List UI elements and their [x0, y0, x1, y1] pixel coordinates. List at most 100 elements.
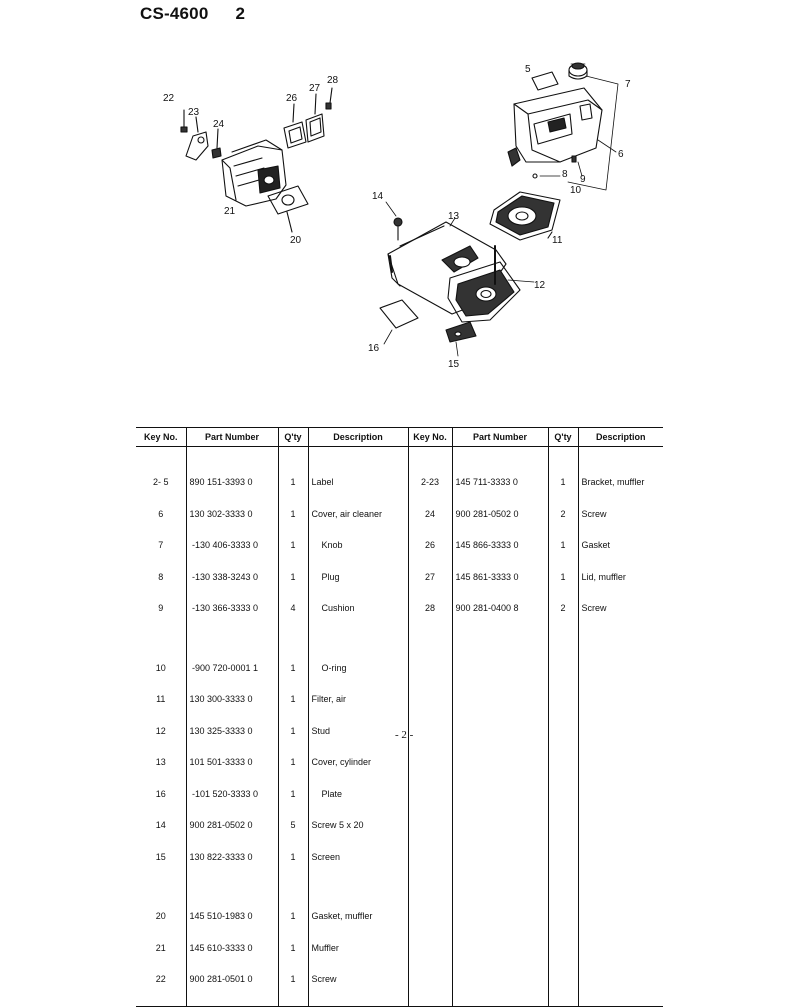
description-cell: O-ring — [311, 662, 347, 673]
key-cell: 12 — [155, 725, 166, 736]
header-description-right: Description — [577, 427, 663, 447]
part-number-cell: 890 151-3393 0 — [189, 477, 253, 487]
footer-page-number: - 2 - — [395, 729, 414, 741]
callout-14: 14 — [372, 191, 384, 202]
callout-6: 6 — [618, 149, 624, 160]
air-cleaner-cover-illustration — [513, 87, 603, 163]
cushion-illustration — [571, 155, 577, 163]
qty-cell: 1 — [290, 571, 296, 582]
table-row: 2- 5 6 7 8 9 10 11 12 13 16 14 15 20 21 … — [136, 446, 663, 1007]
diagram-drawing — [180, 62, 619, 357]
callout-10: 10 — [570, 185, 582, 196]
right-key-column: 2-23 24 26 27 28 — [407, 446, 452, 1007]
screw-24-illustration — [211, 128, 222, 159]
plate-illustration — [379, 299, 419, 345]
qty-cell: 1 — [560, 571, 566, 582]
part-number-cell: 900 281-0502 0 — [455, 508, 519, 519]
screen-illustration — [445, 321, 477, 357]
part-number-cell: -130 366-3333 0 — [189, 603, 259, 613]
qty-cell: 2 — [560, 603, 566, 613]
qty-cell: 2 — [560, 508, 566, 519]
callout-9: 9 — [580, 174, 586, 185]
description-cell: Screw 5 x 20 — [311, 820, 364, 830]
description-cell: Gasket — [581, 540, 611, 550]
callout-21: 21 — [224, 206, 236, 217]
qty-cell: 1 — [290, 540, 296, 550]
callout-11: 11 — [552, 235, 563, 246]
key-cell: 7 — [158, 540, 164, 550]
key-cell: 21 — [155, 942, 166, 953]
plug-illustration — [507, 147, 521, 167]
key-cell: 16 — [155, 788, 166, 799]
bracket-illustration — [180, 109, 209, 161]
qty-cell: 5 — [290, 820, 296, 830]
qty-cell: 4 — [290, 603, 296, 613]
part-number-cell: 145 610-3333 0 — [189, 942, 253, 953]
screw-14-illustration — [385, 201, 403, 241]
left-key-column: 2- 5 6 7 8 9 10 11 12 13 16 14 15 20 21 … — [136, 446, 186, 1007]
muffler-gasket-illustration — [267, 185, 309, 233]
key-cell: 2- 5 — [152, 477, 169, 487]
gasket-26-illustration — [283, 103, 307, 149]
part-number-cell: 900 281-0400 8 — [455, 603, 519, 613]
description-cell: Label — [311, 477, 334, 487]
callout-26: 26 — [286, 93, 298, 104]
header-key-no: Key No. — [136, 427, 186, 447]
air-filter-illustration — [489, 191, 561, 241]
key-cell: 14 — [155, 820, 166, 830]
qty-cell: 1 — [560, 477, 566, 487]
right-part-column: 145 711-3333 0 900 281-0502 0 145 866-33… — [451, 446, 548, 1007]
callout-22: 22 — [163, 93, 175, 104]
key-cell: 27 — [424, 571, 435, 582]
callout-13: 13 — [448, 211, 460, 222]
part-number-cell: 145 510-1983 0 — [189, 911, 253, 921]
callout-7: 7 — [625, 79, 631, 90]
part-number-cell: 145 711-3333 0 — [455, 477, 518, 487]
description-cell: Screw — [311, 974, 337, 984]
callout-27: 27 — [309, 83, 321, 94]
page-header: CS-4600 2 — [140, 4, 245, 24]
key-cell: 13 — [155, 757, 166, 767]
description-cell: Muffler — [311, 942, 339, 953]
description-cell: Stud — [311, 725, 331, 736]
callout-24: 24 — [213, 119, 225, 130]
header-part-number-right: Part Number — [451, 427, 548, 447]
table-header-row: Key No. Part Number Q'ty Description Key… — [136, 427, 663, 447]
description-cell: Cover, cylinder — [311, 757, 372, 767]
part-number-cell: 900 281-0501 0 — [189, 974, 253, 984]
part-number-cell: 130 822-3333 0 — [189, 851, 253, 862]
page-number-title: 2 — [235, 4, 246, 23]
qty-cell: 1 — [290, 911, 296, 921]
qty-cell: 1 — [290, 662, 296, 673]
description-cell: Filter, air — [311, 694, 347, 704]
callout-5: 5 — [525, 64, 531, 75]
part-number-cell: 130 325-3333 0 — [189, 725, 253, 736]
header-description: Description — [307, 427, 408, 447]
description-cell: Cushion — [311, 603, 355, 613]
part-number-cell: 130 302-3333 0 — [189, 508, 253, 519]
cylinder-cover-illustration — [387, 217, 535, 323]
key-cell: 10 — [155, 662, 166, 673]
qty-cell: 1 — [290, 757, 296, 767]
part-number-cell: 101 501-3333 0 — [189, 757, 253, 767]
key-cell: 8 — [158, 571, 164, 582]
qty-cell: 1 — [290, 851, 296, 862]
key-cell: 26 — [424, 540, 435, 550]
left-description-column: Label Cover, air cleaner Knob Plug Cushi… — [307, 446, 408, 1007]
qty-cell: 1 — [290, 694, 296, 704]
right-description-column: Bracket, muffler Screw Gasket Lid, muffl… — [577, 446, 663, 1007]
muffler-illustration — [221, 139, 287, 207]
qty-cell: 1 — [290, 477, 296, 487]
description-cell: Screw — [581, 603, 607, 613]
description-cell: Bracket, muffler — [581, 477, 645, 487]
left-qty-column: 1 1 1 1 4 1 1 1 1 1 5 1 1 1 1 — [277, 446, 308, 1007]
description-cell: Plug — [311, 571, 340, 582]
part-number-cell: 145 866-3333 0 — [455, 540, 519, 550]
qty-cell: 1 — [290, 942, 296, 953]
oring-illustration — [532, 173, 538, 179]
parts-table: Key No. Part Number Q'ty Description Key… — [136, 427, 663, 1007]
key-cell: 11 — [156, 694, 166, 704]
part-number-cell: 130 300-3333 0 — [189, 694, 253, 704]
part-number-cell: -101 520-3333 0 — [189, 788, 259, 799]
key-cell: 2-23 — [420, 477, 439, 487]
